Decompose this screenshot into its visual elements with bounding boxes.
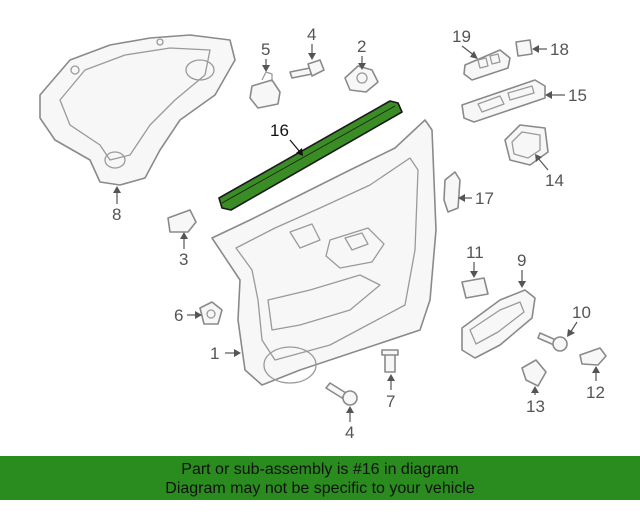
part-6-clip (199, 301, 223, 325)
callout-2: 2 (357, 37, 366, 70)
part-3-bracket (167, 209, 197, 233)
callout-15: 15 (545, 86, 587, 105)
callout-1: 1 (210, 344, 241, 363)
part-4-screw-bottom (325, 382, 358, 406)
callout-8: 8 (112, 186, 121, 224)
svg-text:4: 4 (345, 423, 354, 442)
banner-line-1: Part or sub-assembly is #16 in diagram (181, 461, 459, 478)
callout-7: 7 (386, 374, 395, 411)
part-13-clip (521, 359, 547, 387)
svg-text:12: 12 (586, 383, 605, 402)
callout-13: 13 (526, 386, 545, 416)
svg-text:19: 19 (452, 27, 471, 46)
part-15-bezel (461, 79, 546, 123)
svg-text:3: 3 (179, 250, 188, 269)
part-16-weatherstrip (218, 100, 403, 211)
part-17-bracket (443, 171, 461, 213)
part-2-retainer (344, 65, 379, 93)
part-18-button (515, 39, 533, 57)
svg-text:7: 7 (386, 392, 395, 411)
callout-19: 19 (452, 27, 478, 59)
svg-text:1: 1 (210, 344, 219, 363)
svg-text:18: 18 (550, 40, 569, 59)
weatherstrip-highlight (218, 100, 403, 211)
callout-17: 17 (458, 189, 494, 208)
callout-10: 10 (567, 303, 591, 337)
callout-5: 5 (261, 40, 270, 72)
part-4-screw-top (289, 59, 325, 79)
parts-diagram: 1 2 3 4 4 5 6 7 8 9 (39, 25, 607, 442)
callout-4-top: 4 (307, 25, 316, 60)
svg-text:9: 9 (517, 251, 526, 270)
part-1-door-panel (211, 119, 437, 386)
part-12-bracket (579, 347, 607, 366)
svg-text:17: 17 (475, 189, 494, 208)
part-7-pin (381, 349, 399, 373)
part-8-bracket (39, 34, 236, 186)
svg-text:10: 10 (572, 303, 591, 322)
callout-12: 12 (586, 366, 605, 402)
callout-16: 16 (270, 121, 303, 156)
callout-11: 11 (466, 243, 484, 278)
svg-text:15: 15 (568, 86, 587, 105)
svg-text:14: 14 (545, 171, 564, 190)
callout-4-bottom: 4 (345, 406, 354, 442)
svg-text:13: 13 (526, 397, 545, 416)
part-10-screw (537, 332, 568, 352)
part-19-switch (463, 49, 511, 81)
svg-text:5: 5 (261, 40, 270, 59)
info-banner: Part or sub-assembly is #16 in diagram D… (0, 456, 640, 500)
part-9-switch-panel (461, 289, 536, 359)
callout-18: 18 (532, 40, 569, 59)
callout-3: 3 (179, 232, 188, 269)
svg-text:8: 8 (112, 205, 121, 224)
svg-text:11: 11 (466, 243, 484, 262)
callout-6: 6 (174, 306, 202, 325)
svg-text:2: 2 (357, 37, 366, 56)
part-5-clip (249, 71, 281, 109)
svg-text:6: 6 (174, 306, 183, 325)
callout-14: 14 (535, 154, 564, 190)
callout-9: 9 (517, 251, 526, 288)
banner-line-2: Diagram may not be specific to your vehi… (165, 480, 475, 497)
svg-text:4: 4 (307, 25, 316, 44)
part-11-button (461, 277, 489, 299)
svg-text:16: 16 (270, 121, 289, 140)
part-14-pocket (504, 124, 549, 166)
